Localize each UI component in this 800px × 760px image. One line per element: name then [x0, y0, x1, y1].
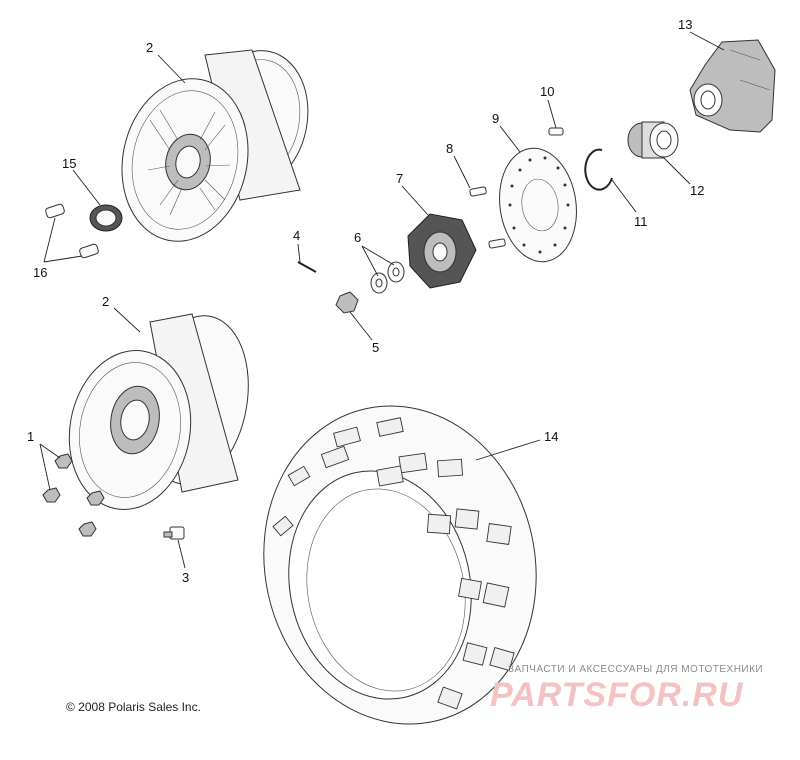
castle-nut-drawing — [335, 291, 359, 314]
callout-14: 14 — [544, 429, 558, 444]
leader-9 — [499, 125, 521, 153]
hub-cap-drawing — [89, 204, 123, 232]
snap-ring-drawing — [584, 148, 613, 191]
callout-1: 1 — [27, 429, 34, 444]
callout-16: 16 — [33, 265, 47, 280]
leader-8 — [453, 155, 471, 189]
callout-12: 12 — [690, 183, 704, 198]
disc-bolt-drawing — [548, 127, 564, 136]
callout-10: 10 — [540, 84, 554, 99]
steering-knuckle-drawing — [689, 39, 776, 133]
callout-4: 4 — [293, 228, 300, 243]
leader-6 — [361, 245, 395, 277]
lug-nut-drawings — [42, 453, 105, 537]
upper-rim-drawing — [121, 49, 309, 242]
tire-drawing — [263, 405, 537, 725]
leader-5 — [349, 311, 373, 341]
hub-bolt-drawings — [469, 186, 506, 249]
callout-3: 3 — [182, 570, 189, 585]
washer-drawings — [370, 261, 405, 294]
leader-1 — [39, 443, 61, 491]
callout-11: 11 — [634, 214, 648, 229]
leader-15 — [72, 169, 101, 206]
watermark-tagline: ЗАПЧАСТИ И АКСЕССУАРЫ ДЛЯ МОТОТЕХНИКИ — [508, 664, 764, 675]
wheel-hub-drawing — [407, 213, 477, 289]
leader-14 — [475, 439, 541, 461]
leader-11 — [611, 179, 637, 213]
lower-rim-drawing — [68, 313, 249, 510]
leader-12 — [663, 157, 691, 185]
leader-2a — [157, 54, 186, 84]
callout-15: 15 — [62, 156, 76, 171]
leader-3 — [177, 539, 186, 569]
leader-7 — [401, 185, 429, 216]
leader-2b — [113, 307, 141, 333]
cotter-pin-drawing — [297, 261, 317, 273]
callout-2-upper: 2 — [146, 40, 153, 55]
callout-6: 6 — [354, 230, 361, 245]
callout-8: 8 — [446, 141, 453, 156]
callout-7: 7 — [396, 171, 403, 186]
leader-lines — [39, 31, 725, 569]
callout-13: 13 — [678, 17, 692, 32]
callout-5: 5 — [372, 340, 379, 355]
stud-drawings — [45, 203, 99, 259]
leader-16 — [43, 217, 83, 263]
callout-9: 9 — [492, 111, 499, 126]
copyright-notice: © 2008 Polaris Sales Inc. — [66, 700, 201, 714]
callout-labels: 2 15 16 2 1 3 4 5 6 7 8 9 10 11 12 13 14 — [27, 17, 704, 585]
watermark-logo: PARTSFOR.RU — [490, 676, 744, 714]
brake-disc-drawing — [499, 147, 577, 263]
leader-4 — [297, 243, 301, 263]
bearing-drawing — [627, 121, 679, 159]
leader-13 — [689, 31, 725, 51]
leader-10 — [547, 99, 557, 129]
callout-2-lower: 2 — [102, 294, 109, 309]
valve-stem-drawing — [163, 526, 185, 540]
